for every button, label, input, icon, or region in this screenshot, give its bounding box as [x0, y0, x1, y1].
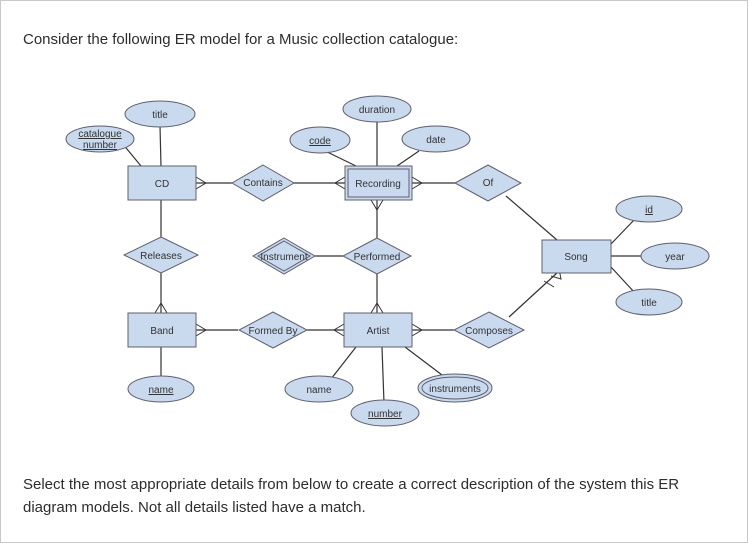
line-song-title [610, 266, 636, 294]
crow-of-recording [411, 176, 423, 190]
attributes: title catalogue number code duration dat… [65, 95, 710, 427]
crow-contains-recording [334, 176, 346, 190]
attribute-catalogue-label-line2: number [83, 140, 118, 151]
line-artist-name [330, 346, 357, 380]
attribute-cd-title-label: title [152, 110, 168, 121]
line-song-id [610, 218, 636, 245]
entity-recording-label: Recording [355, 179, 401, 190]
line-title-cd [159, 125, 162, 167]
line-date-recording [396, 150, 420, 167]
er-diagram: CD Band Recording Artist Song [65, 95, 710, 427]
attribute-year: year [640, 242, 710, 270]
relationship-formed-by-label: Formed By [249, 326, 298, 337]
relationship-of-label: Of [483, 178, 494, 189]
attribute-code: code [289, 126, 351, 154]
attribute-date-label: date [426, 135, 446, 146]
attribute-artist-name: name [284, 375, 354, 403]
attribute-catalogue-label-line1: catalogue [78, 129, 122, 140]
attribute-catalogue-number: catalogue number [65, 125, 135, 153]
attribute-date: date [401, 125, 471, 153]
attribute-band-name: name [127, 375, 195, 403]
attribute-instruments: instruments [417, 373, 493, 403]
line-artist-instruments [404, 346, 447, 379]
attribute-number-label: number [368, 409, 403, 420]
crow-composes-artist [411, 323, 423, 337]
attribute-code-label: code [309, 136, 331, 147]
attribute-song-id: id [615, 195, 683, 223]
crow-formedby-band [195, 323, 207, 337]
bar-composes-song [543, 280, 555, 288]
line-of-song [505, 195, 558, 241]
entity-recording: Recording [344, 165, 413, 201]
attribute-year-label: year [665, 252, 685, 263]
crow-releases-band [154, 302, 168, 314]
crow-contains-cd [195, 176, 207, 190]
attribute-cd-title: title [124, 100, 196, 128]
line-artist-number [381, 346, 385, 404]
crow-performed-artist [370, 302, 384, 314]
attribute-duration-label: duration [359, 105, 395, 116]
relationship-instrument-label: Instrument [260, 252, 307, 263]
relationship-releases: Releases [122, 236, 200, 274]
question-text: Consider the following ER model for a Mu… [23, 31, 459, 48]
relationship-instrument: Instrument [252, 237, 316, 275]
attribute-band-name-label: name [148, 385, 173, 396]
attribute-artist-name-label: name [306, 385, 331, 396]
attribute-song-title: title [615, 288, 683, 316]
crow-formedby-artist [333, 323, 345, 337]
entity-song: Song [541, 239, 612, 274]
line-composes-song [508, 272, 558, 318]
attribute-song-id-label: id [645, 205, 653, 216]
relationship-contains-label: Contains [243, 178, 282, 189]
relationships: Contains Releases Instrument Performed F… [122, 164, 526, 349]
relationship-formed-by: Formed By [237, 311, 309, 349]
connector-lines [121, 119, 641, 404]
relationship-performed-label: Performed [354, 252, 401, 263]
relationship-releases-label: Releases [140, 251, 182, 262]
attribute-number: number [350, 399, 420, 427]
attribute-song-title-label: title [641, 298, 657, 309]
relationship-performed: Performed [341, 237, 413, 275]
entity-cd-label: CD [155, 179, 169, 190]
relationship-composes-label: Composes [465, 326, 513, 337]
entity-song-label: Song [564, 252, 587, 263]
entity-band-label: Band [150, 326, 173, 337]
relationship-composes: Composes [452, 311, 526, 349]
entity-artist: Artist [343, 312, 413, 348]
entity-artist-label: Artist [367, 326, 390, 337]
instructions-text: Select the most appropriate details from… [23, 476, 680, 516]
crow-performed-recording [370, 199, 384, 211]
entities: CD Band Recording Artist Song [127, 165, 612, 348]
relationship-of: Of [453, 164, 523, 202]
relationship-contains: Contains [231, 164, 295, 202]
attribute-instruments-label: instruments [429, 384, 481, 395]
entity-cd: CD [127, 165, 197, 201]
entity-band: Band [127, 312, 197, 348]
attribute-duration: duration [342, 95, 412, 123]
